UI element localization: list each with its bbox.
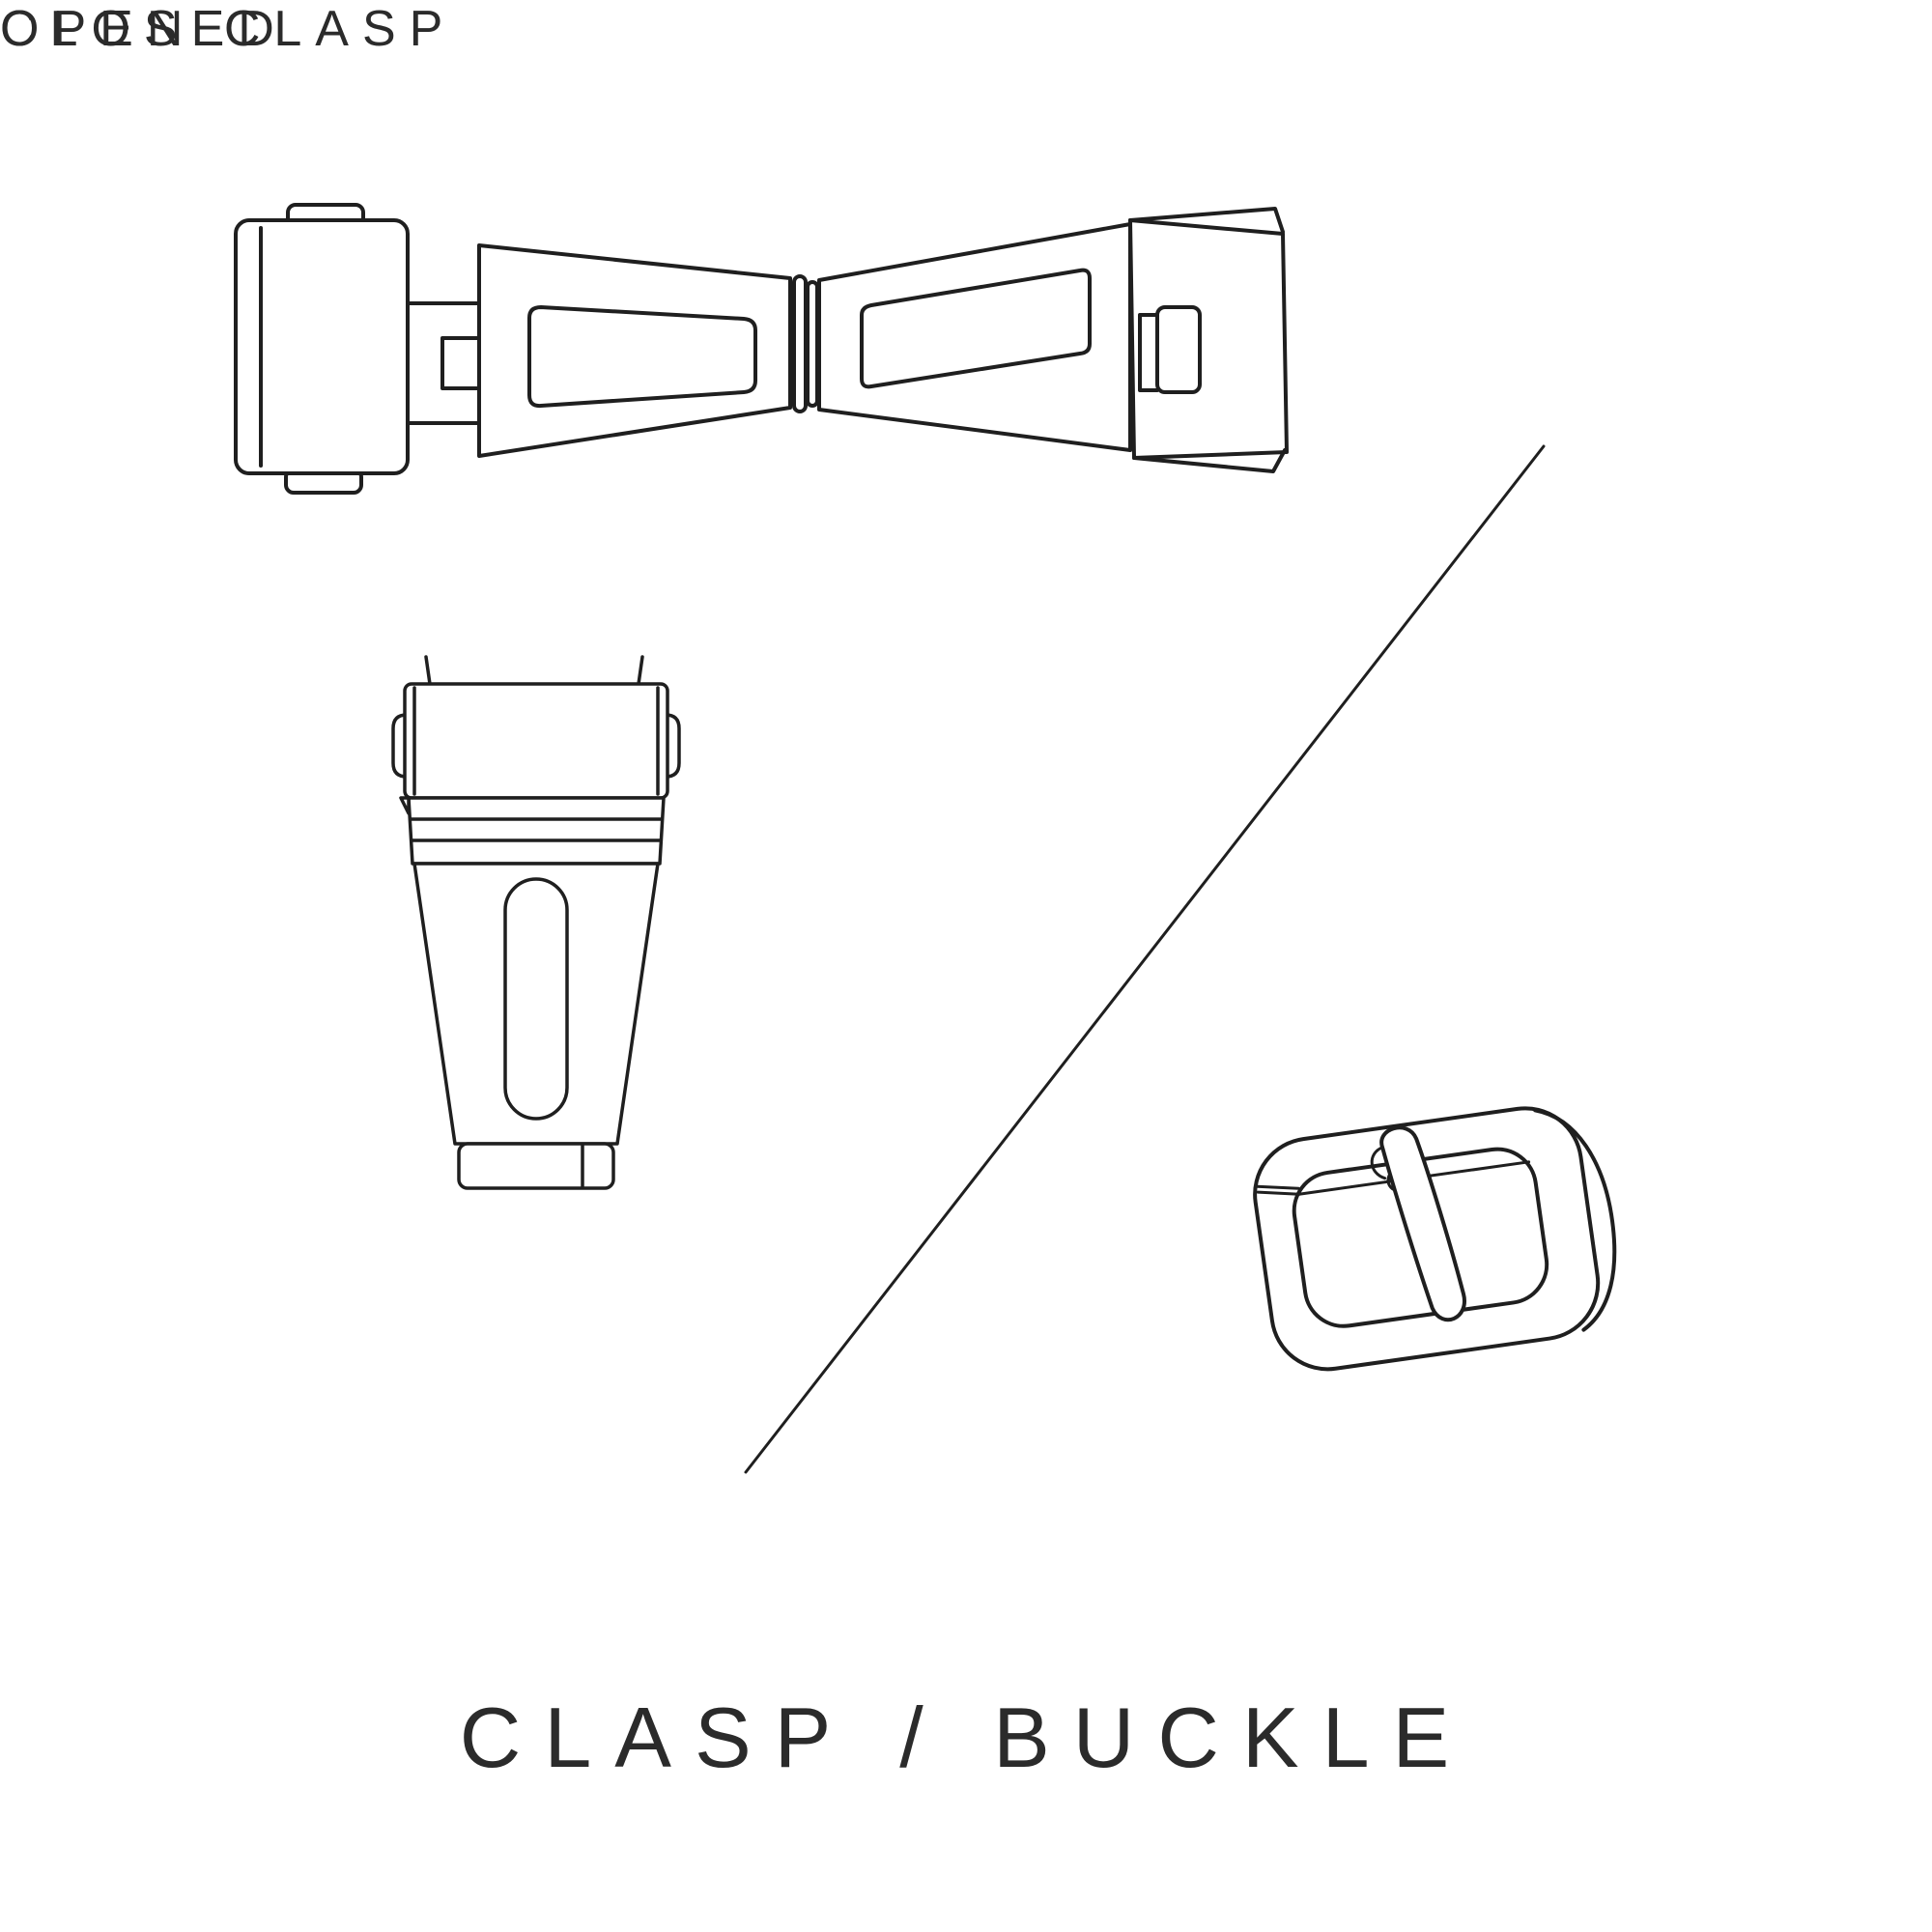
closed-clasp-foot [457,1142,615,1190]
open-clasp-icon [222,162,1299,500]
buckle-tongue [1379,1125,1466,1322]
clasp-connector-notch [406,301,481,425]
clasp-end-plate [1128,218,1289,460]
closed-clasp-icon [391,655,681,1206]
closed-clasp-band [407,796,666,866]
clasp-hinge [792,274,808,413]
clasp-strap-right [817,222,1132,452]
closed-clasp-body [412,862,660,1146]
open-clasp-label: OPEN CLASP [0,1,457,57]
closed-clasp-cap [403,682,669,800]
clasp-strap-left [477,243,792,458]
closed-clasp-label: CLOSED [0,1,288,57]
tang-buckle-icon [1236,1092,1652,1430]
page-title: CLASP / BUCKLE [459,1690,1473,1785]
